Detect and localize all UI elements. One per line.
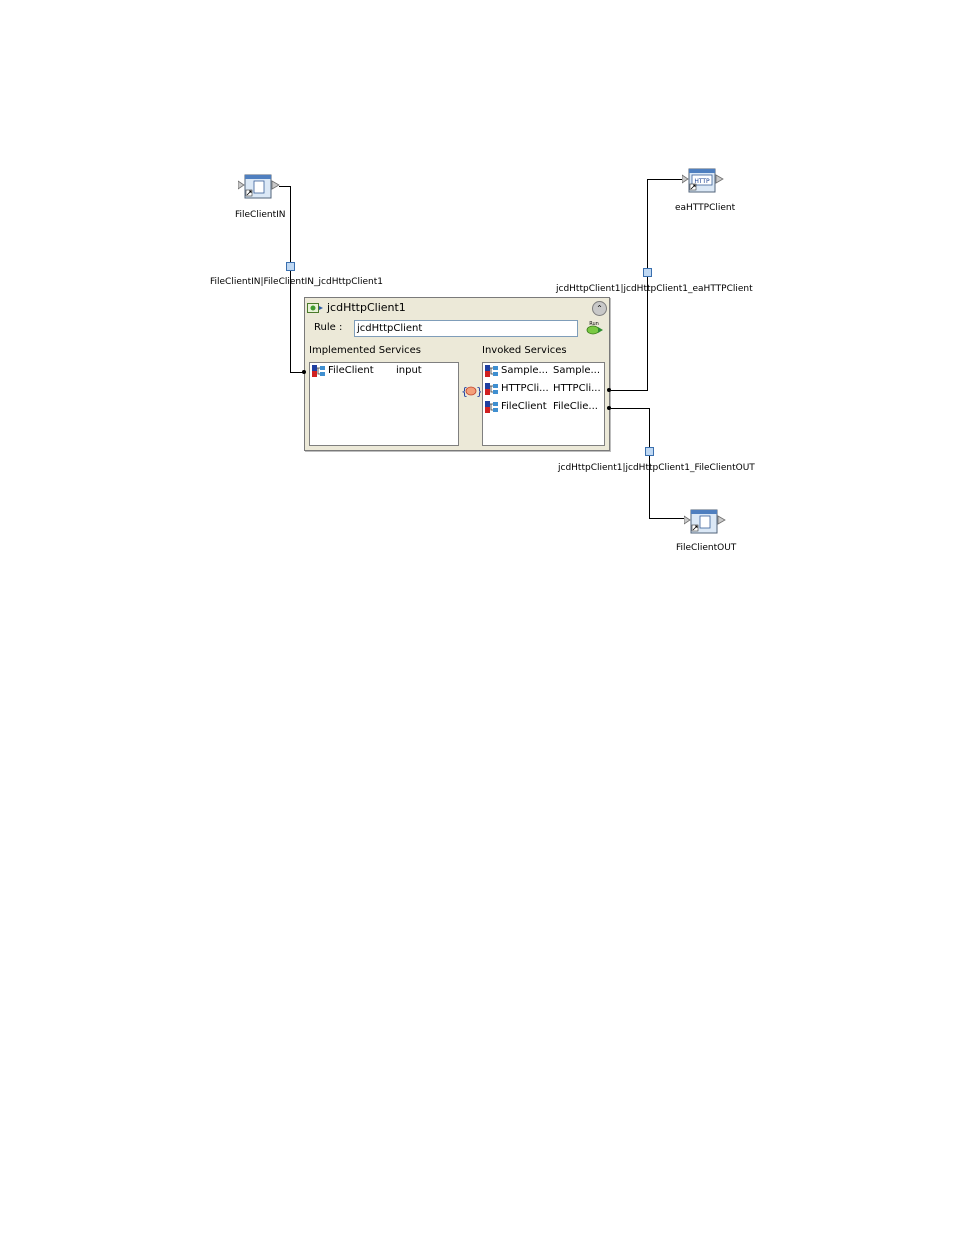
http-component-icon: HTTP: [681, 168, 724, 193]
connection-handle-out[interactable]: [645, 447, 654, 456]
wire-out-horizontal: [609, 408, 649, 409]
list-item[interactable]: HTTPCli... HTTPCli...: [483, 381, 604, 397]
connection-label-out: jcdHttpClient1|jcdHttpClient1_FileClient…: [558, 463, 755, 473]
service-operation: input: [396, 365, 422, 376]
service-operation: Sample...: [553, 365, 601, 376]
port-dot-in: [302, 370, 306, 374]
wire-in-vertical: [290, 186, 291, 372]
file-client-out-label: FileClientOUT: [676, 543, 737, 553]
collapse-icon[interactable]: ⌃: [592, 301, 607, 316]
list-item[interactable]: FileClient input: [310, 363, 458, 379]
wire-in-to-box: [290, 372, 304, 373]
collaboration-title: jcdHttpClient1: [327, 301, 406, 314]
implemented-services-header: Implemented Services: [309, 345, 421, 356]
rule-field[interactable]: jcdHttpClient: [354, 320, 578, 337]
service-icon: [485, 365, 498, 377]
service-operation: FileClie...: [553, 401, 598, 412]
file-component-icon: [237, 174, 280, 199]
service-operation: HTTPCli...: [553, 383, 601, 394]
svg-text:HTTP: HTTP: [694, 178, 710, 185]
service-name: FileClient: [501, 401, 547, 412]
file-client-in-label: FileClientIN: [235, 210, 286, 220]
list-item[interactable]: FileClient FileClie...: [483, 399, 604, 415]
wire-http-top: [647, 179, 685, 180]
wire-out-vertical: [649, 408, 650, 519]
connection-handle-in[interactable]: [286, 262, 295, 271]
connection-label-http: jcdHttpClient1|jcdHttpClient1_eaHTTPClie…: [556, 284, 753, 294]
service-name: FileClient: [328, 365, 374, 376]
file-client-out-node[interactable]: [683, 509, 728, 535]
svg-text:{: {: [461, 385, 468, 398]
list-item[interactable]: Sample... Sample...: [483, 363, 604, 379]
ea-http-client-label: eaHTTPClient: [675, 203, 736, 213]
svg-text:}: }: [476, 385, 481, 398]
wire-http-vertical: [647, 179, 648, 391]
invoked-services-header: Invoked Services: [482, 345, 567, 356]
connection-handle-http[interactable]: [643, 268, 652, 277]
wire-http-out: [609, 390, 647, 391]
service-icon: [485, 401, 498, 413]
collab-icon: [307, 303, 323, 313]
service-icon: [312, 365, 325, 377]
port-dot-http: [607, 388, 611, 392]
collaboration-panel[interactable]: jcdHttpClient1 ⌃ Rule : jcdHttpClient Ru…: [304, 297, 610, 451]
file-component-icon: [683, 509, 726, 534]
file-client-in-node[interactable]: [237, 174, 282, 200]
ea-http-client-node[interactable]: HTTP: [681, 168, 726, 194]
run-button[interactable]: Run: [584, 319, 604, 336]
implemented-services-list[interactable]: FileClient input: [309, 362, 459, 446]
wire-in-horizontal: [279, 186, 291, 187]
service-name: HTTPCli...: [501, 383, 549, 394]
service-icon: [485, 383, 498, 395]
connection-label-in: FileClientIN|FileClientIN_jcdHttpClient1: [210, 277, 384, 287]
service-name: Sample...: [501, 365, 549, 376]
collaboration-title-bar[interactable]: jcdHttpClient1 ⌃: [305, 298, 609, 318]
invoked-services-list[interactable]: Sample... Sample... HTTPCli... HTTPCli..…: [482, 362, 605, 446]
port-dot-out: [607, 406, 611, 410]
run-icon: Run: [586, 321, 603, 335]
wire-out-bottom: [649, 518, 686, 519]
svg-text:Run: Run: [589, 321, 599, 327]
rule-label: Rule :: [314, 322, 343, 333]
invoke-link-icon: { }: [461, 385, 481, 398]
